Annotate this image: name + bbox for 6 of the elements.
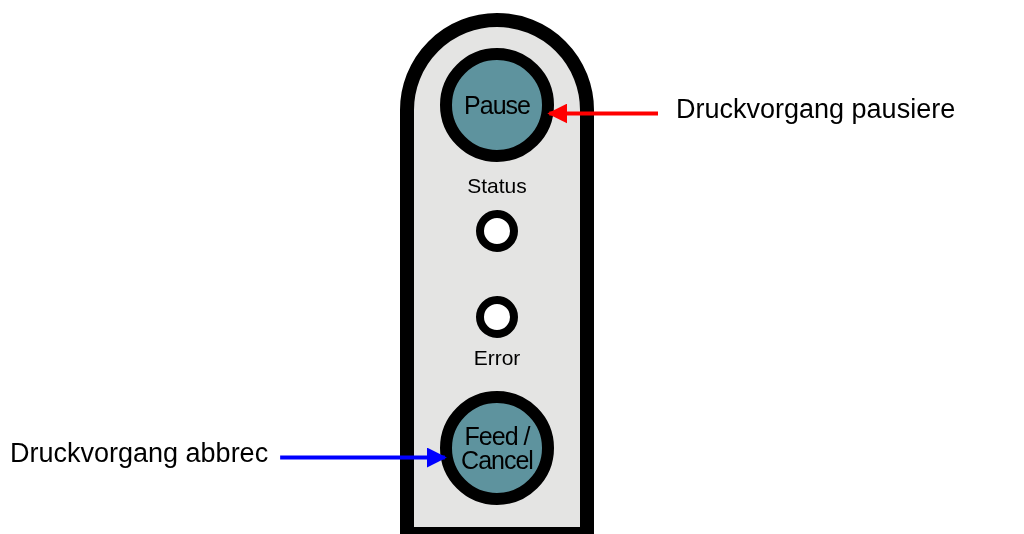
callout-text: Druckvorgang pausiere bbox=[676, 94, 956, 125]
callout-text: Druckvorgang abbrec bbox=[10, 438, 269, 469]
arrow bbox=[280, 447, 447, 468]
error-label: Error bbox=[472, 346, 522, 370]
arrow bbox=[547, 103, 658, 124]
status-label: Status bbox=[466, 174, 528, 198]
